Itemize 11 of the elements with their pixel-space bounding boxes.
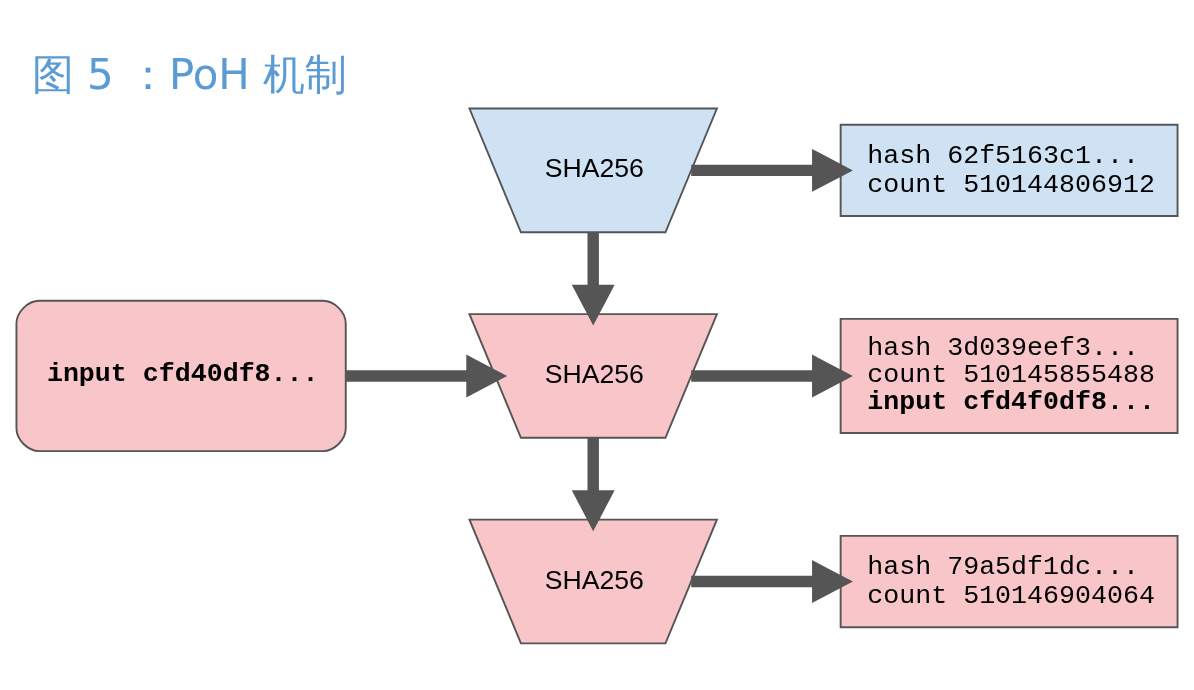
- node-box: hash 79a5df1dc... count 510146904064: [839, 534, 1179, 628]
- arrow: [346, 354, 508, 397]
- arrow: [571, 231, 615, 326]
- arrow: [691, 148, 853, 192]
- arrow: [571, 437, 615, 531]
- diagram-title: 图 5 ：PoH 机制: [31, 49, 348, 99]
- node-box: hash 62f5163c1... count 510144806912: [839, 123, 1179, 217]
- node-box: hash 3d039eef3... count 510145855488 input cfd4f0df8...: [839, 317, 1179, 434]
- node-box: input cfd40df8...: [15, 299, 347, 452]
- arrow: [691, 559, 853, 603]
- arrow: [691, 354, 853, 397]
